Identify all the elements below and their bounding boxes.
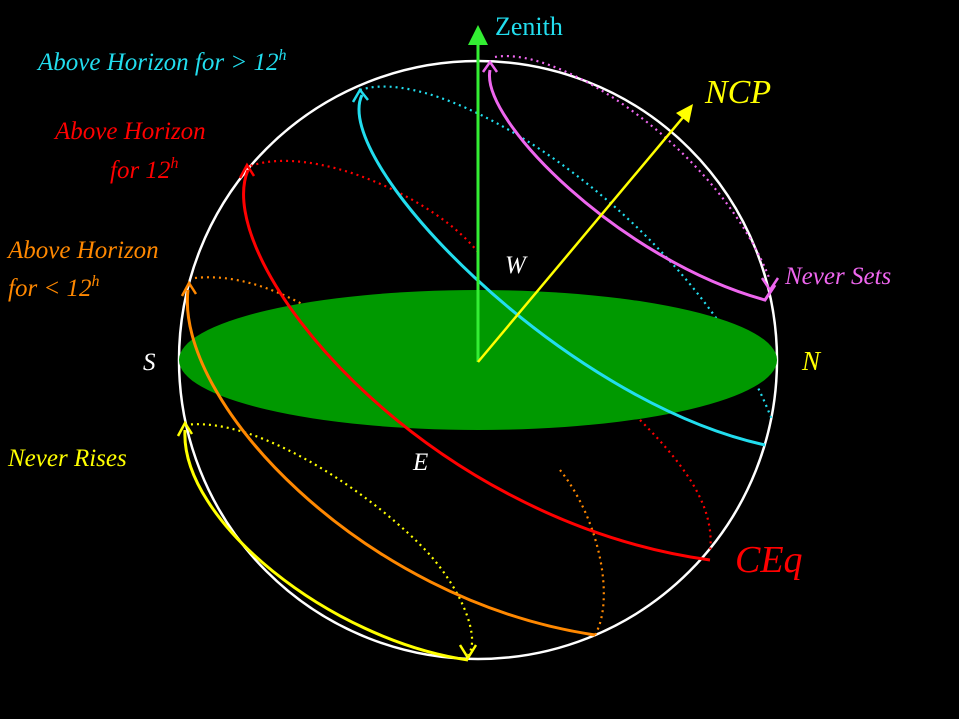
above-12-label-line2: for 12h bbox=[110, 155, 178, 184]
never-sets-label: Never Sets bbox=[784, 263, 891, 290]
above-12-circle-front bbox=[242, 169, 711, 562]
ncp-arrowhead bbox=[676, 104, 693, 123]
above-12-circle-back bbox=[244, 159, 712, 553]
north-label: N bbox=[801, 346, 822, 376]
above-gt12-arrowhead bbox=[351, 87, 369, 103]
above-gt12-circle-front bbox=[357, 94, 766, 447]
never-rises-end-arrowhead bbox=[458, 644, 478, 661]
never-rises-label: Never Rises bbox=[7, 445, 127, 472]
circle-arrowheads bbox=[176, 59, 780, 661]
above-lt12-label-line1: Above Horizon bbox=[6, 237, 159, 264]
never-sets-circle-back bbox=[494, 54, 772, 281]
above-lt12-circle-back bbox=[194, 276, 605, 636]
ncp-axis bbox=[477, 114, 686, 363]
diurnal-circles-front bbox=[183, 69, 777, 662]
above-12-text: for 12 bbox=[110, 157, 170, 184]
south-label: S bbox=[143, 349, 156, 376]
above-gt12-text: Above Horizon for > 12 bbox=[36, 49, 278, 76]
above-lt12-arrowhead bbox=[180, 280, 198, 297]
zenith-label: Zenith bbox=[495, 12, 563, 41]
zenith-arrowhead bbox=[468, 25, 488, 45]
above-lt12-label-line2: for < 12h bbox=[8, 273, 100, 302]
above-gt12-label: Above Horizon for > 12h bbox=[36, 47, 286, 76]
above-gt12-sup: h bbox=[278, 47, 286, 64]
west-label: W bbox=[505, 252, 528, 279]
above-lt12-circle-front bbox=[185, 289, 596, 637]
above-12-arrowhead bbox=[238, 162, 256, 179]
east-label: E bbox=[412, 449, 428, 476]
above-lt12-text: for < 12 bbox=[8, 275, 92, 302]
above-12-sup: h bbox=[170, 155, 178, 172]
celestial-equator-label: CEq bbox=[735, 539, 803, 581]
never-sets-end-arrowhead bbox=[760, 277, 780, 293]
above-lt12-sup: h bbox=[92, 273, 100, 290]
never-sets-circle-front bbox=[488, 69, 777, 302]
never-rises-arrowhead bbox=[176, 420, 194, 437]
ncp-label: NCP bbox=[704, 74, 771, 111]
never-sets-arrowhead bbox=[481, 59, 499, 73]
never-rises-circle-front bbox=[183, 429, 469, 662]
above-12-label-line1: Above Horizon bbox=[53, 118, 206, 145]
